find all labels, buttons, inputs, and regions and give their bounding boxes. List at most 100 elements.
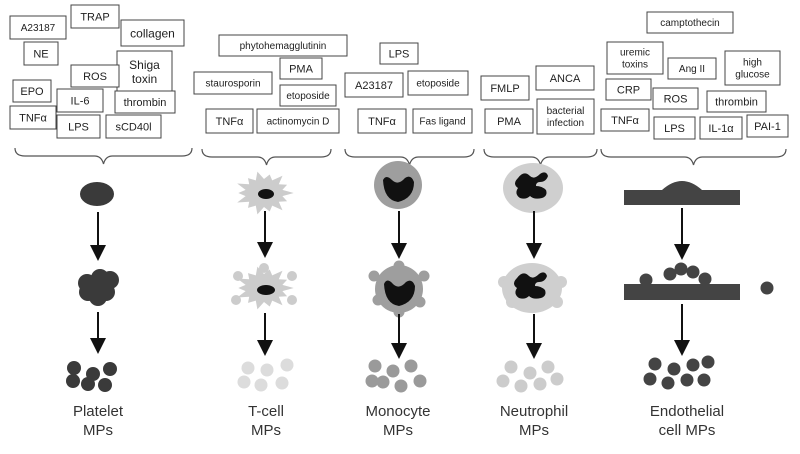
- platelet-bleb: [89, 288, 107, 306]
- monocyte-microparticle: [376, 375, 390, 389]
- t-cell-microparticle: [241, 361, 255, 375]
- monocyte-microparticle: [413, 374, 427, 388]
- t-cell-bleb: [259, 263, 269, 273]
- stimulus-boxes: A23187TRAPcollagenNEShigatoxinROSEPOIL-6…: [9, 4, 789, 140]
- stimulus-box-border: [605, 78, 652, 101]
- neutrophil-microparticle: [533, 377, 547, 391]
- cell-type-label: Platelet: [73, 403, 124, 420]
- cell-type-label: T-cell: [248, 403, 284, 420]
- endothelial-body: [624, 284, 740, 300]
- stimulus-box-border: [706, 90, 767, 113]
- endothelial-body: [624, 181, 740, 205]
- t-cell-nucleus: [258, 189, 274, 199]
- stimulus-label: LPS: [664, 123, 685, 135]
- t-cell-microparticle: [254, 378, 268, 392]
- endothelial-microparticle: [661, 376, 675, 390]
- platelet-body: [80, 182, 114, 206]
- stimulus-box-border: [412, 108, 473, 134]
- stimulus-label: LPS: [68, 121, 89, 133]
- stimulus-box-collagen: collagen: [120, 19, 185, 47]
- stimulus-label: FMLP: [490, 83, 519, 95]
- t-cell-bleb: [231, 295, 241, 305]
- neutrophil-blebbing: [498, 263, 567, 313]
- platelet-blebbing: [78, 269, 119, 306]
- t-cell-blebbing: [231, 263, 297, 310]
- cell-type-label: MPs: [383, 422, 413, 439]
- stimulus-label: camptothecin: [660, 18, 719, 29]
- t-cell-microparticle: [237, 375, 251, 389]
- stimulus-label: TNFα: [19, 112, 47, 124]
- stimulus-box-pma: PMA: [484, 108, 534, 134]
- brace-neutrophil: [483, 148, 598, 166]
- platelet-microparticle: [66, 374, 80, 388]
- brace-monocyte: [344, 148, 475, 166]
- stimulus-box-crp: CRP: [605, 78, 652, 101]
- stimulus-box-pai-1: PAI-1: [746, 114, 789, 138]
- stimulus-box-border: [699, 116, 743, 140]
- stimulus-box-anca: ANCA: [535, 65, 595, 91]
- stimulus-box-il-1-alpha: IL-1α: [699, 116, 743, 140]
- neutrophil-microparticle: [514, 379, 528, 393]
- t-cell-microparticle: [260, 363, 274, 377]
- stimulus-box-epo: EPO: [12, 79, 52, 103]
- stimulus-box-border: [480, 75, 530, 101]
- stimulus-label: etoposide: [286, 91, 330, 102]
- brace-platelet: [14, 147, 193, 165]
- stimulus-box-lps: LPS: [379, 42, 419, 65]
- t-cell-bleb: [287, 271, 297, 281]
- monocyte-microparticle: [368, 359, 382, 373]
- stimulus-label: high: [743, 58, 762, 69]
- endothelial-bleb: [674, 262, 688, 276]
- neutrophil-microparticles: [496, 360, 564, 393]
- stimulus-box-border: [344, 72, 404, 98]
- monocyte-bleb: [418, 270, 430, 282]
- stimulus-label: toxins: [622, 60, 648, 71]
- stimulus-label: ROS: [664, 93, 688, 105]
- stimulus-label: toxin: [132, 72, 157, 86]
- stimulus-box-border: [407, 70, 469, 96]
- endothelial-microparticle: [697, 373, 711, 387]
- cell-type-label: MPs: [83, 422, 113, 439]
- stimulus-box-border: [535, 65, 595, 91]
- stimulus-label: staurosporin: [205, 79, 260, 90]
- monocyte-microparticle: [394, 379, 408, 393]
- stimulus-label: PMA: [497, 116, 522, 128]
- cell-type-label: Monocyte: [365, 403, 430, 420]
- stimulus-label: ROS: [83, 71, 107, 83]
- neutrophil-microparticle: [496, 374, 510, 388]
- braces: [14, 147, 787, 166]
- stimulus-box-ros: ROS: [652, 87, 699, 110]
- stimulus-label: PAI-1: [754, 121, 781, 133]
- stimulus-box-phytohemagglutinin: phytohemagglutinin: [218, 34, 348, 57]
- neutrophil-microparticle: [550, 372, 564, 386]
- stimulus-label: TRAP: [80, 11, 109, 23]
- endothelial-bleb: [698, 272, 712, 286]
- stimulus-box-staurosporin: staurosporin: [193, 71, 273, 95]
- stimulus-label: A23187: [355, 80, 393, 92]
- stimulus-box-border: [279, 57, 323, 80]
- stimulus-label: collagen: [130, 26, 175, 40]
- stimulus-label: infection: [547, 118, 584, 129]
- stimulus-box-lps: LPS: [56, 114, 101, 139]
- stimulus-box-border: [70, 4, 120, 29]
- neutrophil-microparticle: [541, 360, 555, 374]
- stimulus-label: TNFα: [368, 116, 396, 128]
- stimulus-label: Ang II: [679, 64, 705, 75]
- stimulus-label: thrombin: [715, 96, 758, 108]
- brace-endothelial: [600, 148, 787, 166]
- stimulus-box-thrombin: thrombin: [706, 90, 767, 113]
- stimulus-label: IL-6: [71, 95, 90, 107]
- stimulus-label: actinomycin D: [267, 117, 330, 128]
- endothelial-blebbing: [624, 262, 774, 300]
- platelet-microparticle: [103, 362, 117, 376]
